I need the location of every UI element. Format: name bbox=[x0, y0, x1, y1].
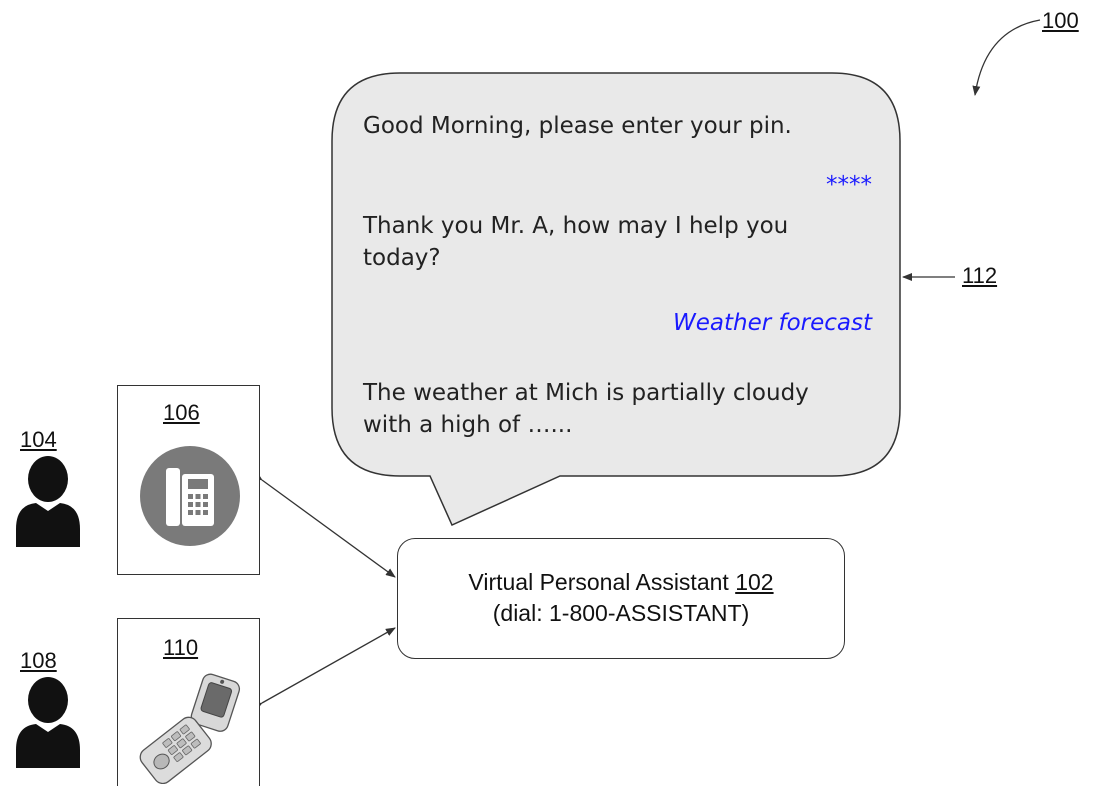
device-ref-106: 106 bbox=[163, 400, 200, 425]
person-icon bbox=[16, 677, 80, 768]
user-ref-104: 104 bbox=[20, 427, 57, 452]
person-icon bbox=[16, 456, 80, 547]
user-ref-108: 108 bbox=[20, 648, 57, 673]
assistant-weather-line1: The weather at Mich is partially cloudy bbox=[363, 380, 809, 406]
assistant-label: Virtual Personal Assistant bbox=[468, 569, 729, 595]
speech-bubble bbox=[331, 72, 901, 526]
desk-phone-icon bbox=[140, 446, 240, 546]
figure-ref-arrow bbox=[972, 19, 1041, 96]
assistant-ref: 102 bbox=[735, 569, 774, 595]
figure-ref-label: 100 bbox=[1042, 8, 1079, 33]
assistant-greeting: Good Morning, please enter your pin. bbox=[363, 113, 792, 139]
assistant-help-line2: today? bbox=[363, 245, 441, 271]
assistant-weather-line2: with a high of …... bbox=[363, 412, 573, 438]
assistant-title: Virtual Personal Assistant 102 bbox=[398, 569, 844, 596]
device-box-110: 110 bbox=[117, 618, 260, 786]
user-pin-entry: **** bbox=[826, 172, 872, 198]
device-box-106: 106 bbox=[117, 385, 260, 575]
link-106-to-102 bbox=[252, 471, 396, 578]
user-request: Weather forecast bbox=[672, 310, 872, 336]
flip-phone-icon bbox=[139, 673, 241, 784]
assistant-dial: (dial: 1-800-ASSISTANT) bbox=[492, 600, 750, 626]
bubble-ref-label: 112 bbox=[962, 263, 998, 288]
link-110-to-102 bbox=[252, 627, 396, 711]
virtual-assistant-box: Virtual Personal Assistant 102 (dial: 1-… bbox=[397, 538, 845, 659]
device-ref-110: 110 bbox=[163, 635, 199, 660]
assistant-help-line1: Thank you Mr. A, how may I help you bbox=[363, 213, 789, 239]
